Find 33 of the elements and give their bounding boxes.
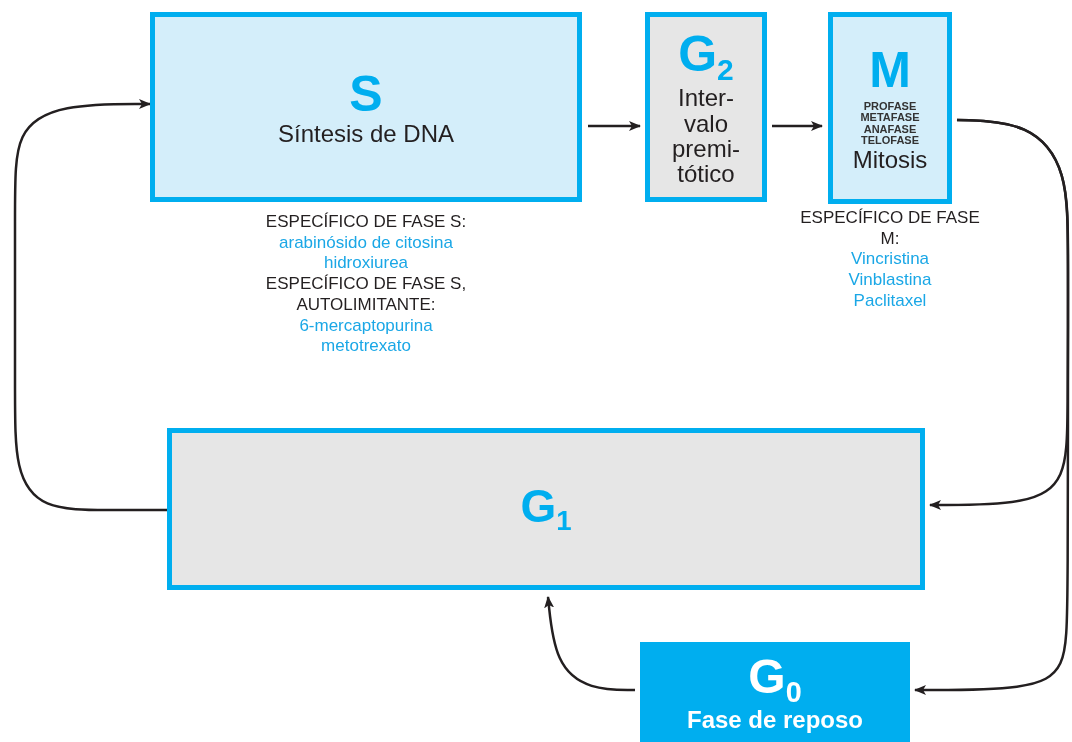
phase-box bbox=[828, 12, 952, 204]
phase-specific-heading: ESPECÍFICO DE FASE S, AUTOLIMITANTE: bbox=[264, 274, 468, 316]
phase-specific-heading: ESPECÍFICO DE FASE S: bbox=[265, 212, 467, 233]
phase-letter: M bbox=[869, 44, 911, 97]
arrow bbox=[772, 121, 823, 131]
phase-letter: S bbox=[349, 68, 383, 121]
arrow bbox=[544, 596, 635, 692]
phase-name: Mitosis bbox=[852, 146, 928, 172]
phase-box bbox=[640, 642, 910, 742]
stage-name: ANAFASE bbox=[863, 123, 917, 136]
arrow bbox=[13, 99, 167, 512]
drug-name: Vinblastina bbox=[848, 270, 932, 291]
phase-name: Síntesis de DNA bbox=[277, 120, 455, 146]
phase-specific-heading: ESPECÍFICO DE FASE M: bbox=[800, 208, 980, 250]
phase-letter: G$_{2}$ bbox=[678, 27, 734, 86]
arrow bbox=[588, 121, 641, 131]
stage-name: TELOFASE bbox=[860, 135, 920, 147]
drug-name: metotrexato bbox=[321, 336, 411, 358]
phase-description: Inter- valo premi- tótico bbox=[671, 85, 741, 187]
phase-name: Fase de reposo bbox=[686, 706, 864, 732]
stage-name: PROFASE bbox=[863, 100, 917, 113]
phase-letter: G$_{0}$ bbox=[748, 651, 802, 707]
stage-name: METAFASE bbox=[860, 112, 920, 124]
drug-name: Paclitaxel bbox=[853, 290, 927, 312]
drug-name: 6-mercaptopurina bbox=[299, 315, 433, 337]
arrow bbox=[914, 118, 1070, 695]
phase-box bbox=[167, 428, 925, 590]
drug-name: Vincristina bbox=[850, 249, 930, 271]
phase-box bbox=[645, 12, 767, 202]
drug-name: hidroxiurea bbox=[323, 253, 409, 274]
phase-letter: G$_{1}$ bbox=[520, 481, 572, 537]
phase-box bbox=[150, 12, 582, 202]
drug-name: arabinósido de citosina bbox=[279, 232, 453, 254]
